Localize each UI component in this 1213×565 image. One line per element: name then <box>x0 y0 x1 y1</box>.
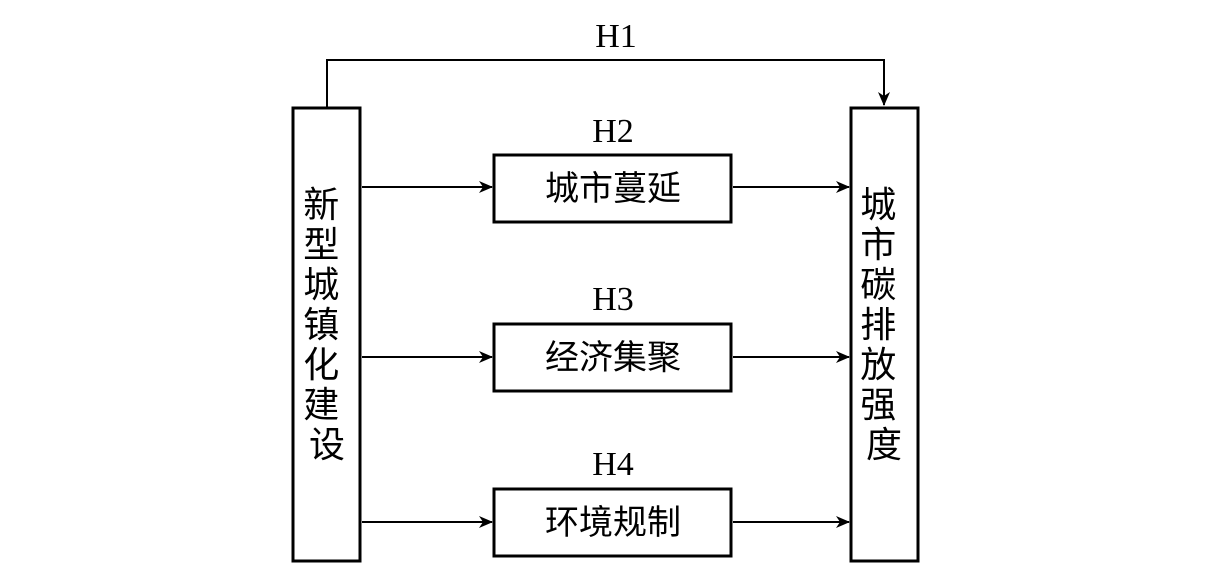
mediator-box-h2 <box>492 153 733 224</box>
source-char-4: 镇 <box>303 305 339 346</box>
source-char-3: 城 <box>303 265 339 306</box>
arrow-h1 <box>326 59 890 108</box>
target-char-3: 碳 <box>860 265 896 306</box>
mediator-node-h3: H3 经济集聚 <box>362 281 850 393</box>
mediator-label-h3: 经济集聚 <box>545 338 681 378</box>
mediator-node-h2: H2 城市蔓延 <box>362 113 850 224</box>
mediator-box-h4 <box>492 487 733 558</box>
source-char-1: 新 <box>303 185 339 226</box>
mediator-label-h2: 城市蔓延 <box>545 169 681 209</box>
target-label: 城 市 碳 排 放 强 度 <box>860 185 907 466</box>
source-node: 新 型 城 镇 化 建 设 <box>291 106 362 563</box>
source-char-5: 化 <box>303 345 339 386</box>
target-char-6: 强 <box>860 385 896 426</box>
target-char-4: 排 <box>860 305 896 346</box>
source-char-7: 设 <box>309 425 345 466</box>
mediator-box-h3 <box>492 322 733 393</box>
target-char-5: 放 <box>860 345 896 386</box>
hypothesis-label-h3: H3 <box>592 281 634 318</box>
hypothesis-label-h1: H1 <box>595 18 637 55</box>
target-box <box>849 106 920 563</box>
mediator-label-h4: 环境规制 <box>545 503 681 543</box>
edge-h1-direct: H1 <box>326 18 890 108</box>
source-char-2: 型 <box>303 225 339 266</box>
source-label: 新 型 城 镇 化 建 设 <box>303 185 350 466</box>
source-char-6: 建 <box>303 385 339 426</box>
source-box <box>291 106 362 563</box>
target-char-7: 度 <box>866 425 902 466</box>
target-node: 城 市 碳 排 放 强 度 <box>849 106 920 563</box>
hypothesis-label-h2: H2 <box>592 113 634 150</box>
mediator-node-h4: H4 环境规制 <box>362 446 850 558</box>
target-char-1: 城 <box>860 185 896 226</box>
hypothesis-label-h4: H4 <box>592 446 634 483</box>
target-char-2: 市 <box>860 225 896 266</box>
